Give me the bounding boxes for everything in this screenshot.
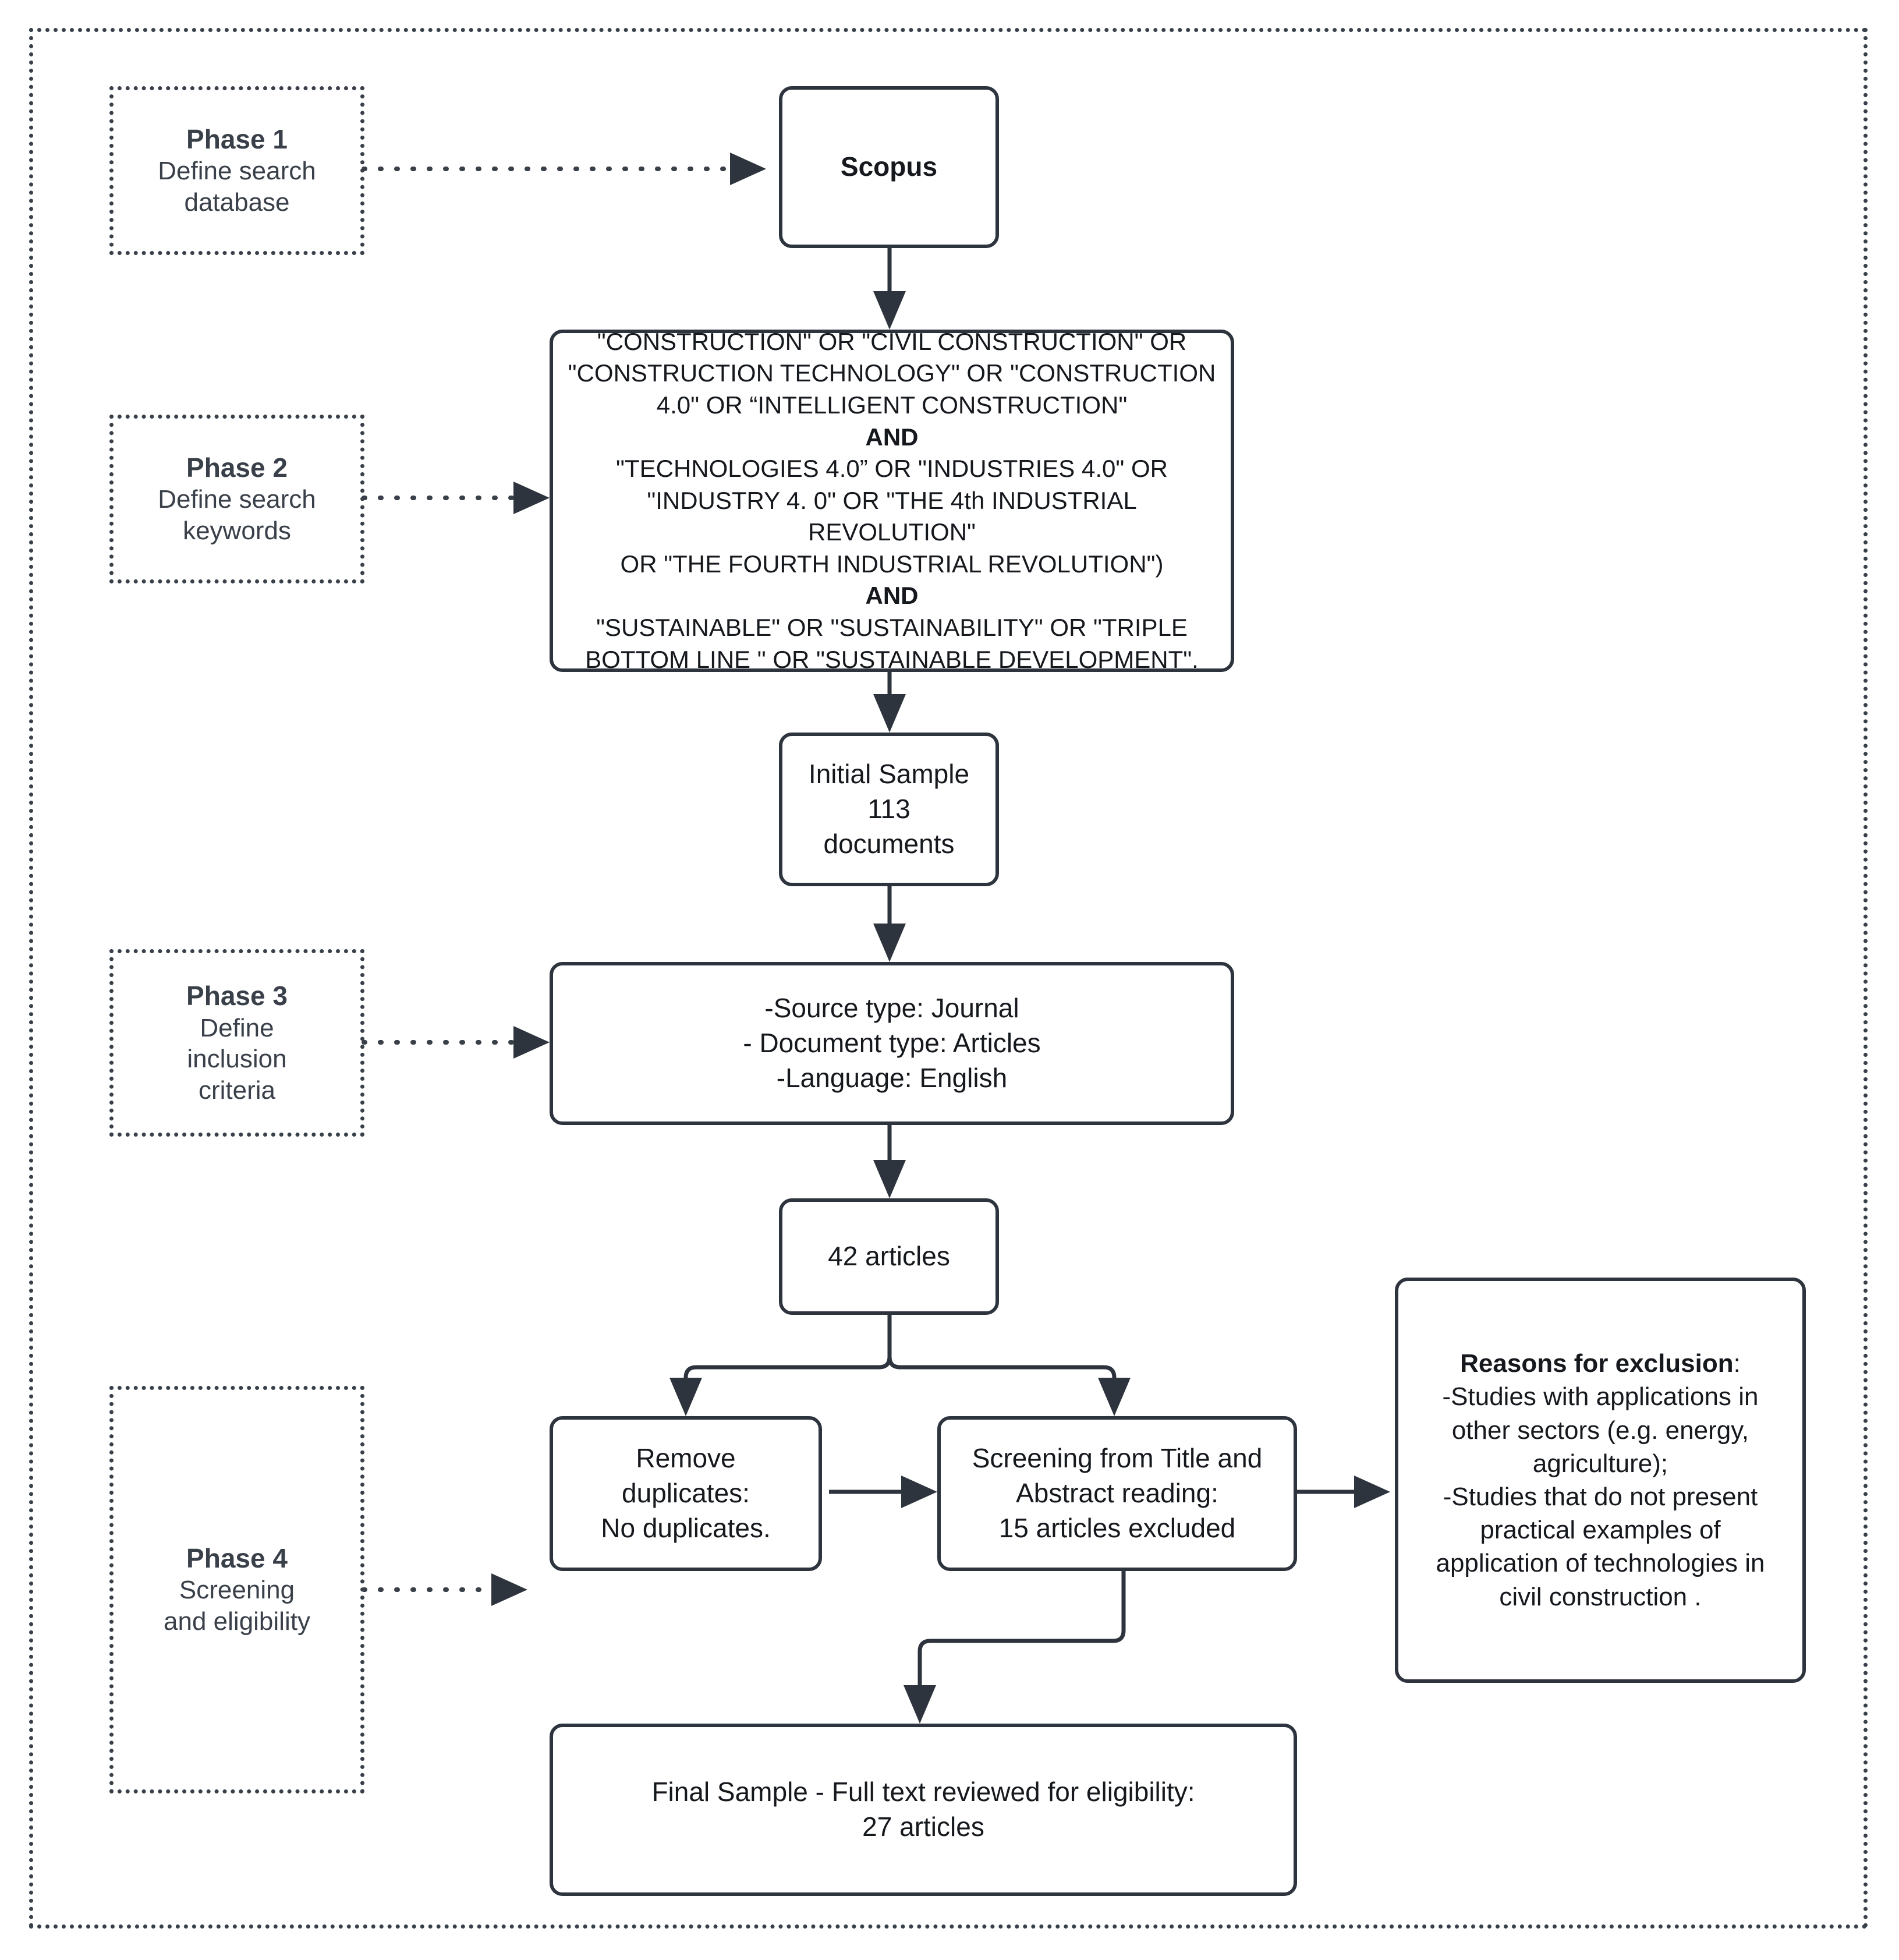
remove-duplicates-result: No duplicates. (601, 1512, 771, 1543)
node-search-query[interactable]: "CONSTRUCTION" OR "CIVIL CONSTRUCTION" O… (550, 328, 1234, 673)
exclusion-reasons-heading-suffix: : (1733, 1349, 1741, 1378)
node-final-sample[interactable]: Final Sample - Full text reviewed for el… (550, 1724, 1297, 1896)
phase-label-2: Phase 2 Define search keywords (109, 415, 364, 583)
phase-1-subtitle-line-1: Define search (158, 157, 316, 186)
phase-3-title: Phase 3 (186, 981, 288, 1011)
phase-label-1: Phase 1 Define search database (109, 86, 364, 255)
phase-3-subtitle-line-2: inclusion (187, 1045, 287, 1074)
phase-4-subtitle-line-2: and eligibility (164, 1607, 310, 1636)
query-line-1: "CONSTRUCTION" OR "CIVIL CONSTRUCTION" O… (597, 327, 1187, 355)
phase-1-title: Phase 1 (186, 124, 288, 155)
initial-sample-line-3: documents (823, 828, 955, 859)
exclusion-reasons-heading: Reasons for exclusion: (1436, 1347, 1765, 1380)
exclusion-reason-line-2: other sectors (e.g. energy, (1451, 1416, 1749, 1445)
database-label: Scopus (840, 151, 938, 182)
query-line-6: "INDUSTRY 4. 0" OR "THE 4th INDUSTRIAL R… (647, 486, 1137, 546)
remove-duplicates-line-2: duplicates: (622, 1478, 750, 1509)
node-screening-title-abstract[interactable]: Screening from Title and Abstract readin… (937, 1416, 1297, 1571)
node-inclusion-criteria[interactable]: -Source type: Journal - Document type: A… (550, 962, 1234, 1125)
remove-duplicates-line-1: Remove (636, 1443, 736, 1474)
query-line-10: BOTTOM LINE " OR "SUSTAINABLE DEVELOPMEN… (585, 645, 1199, 673)
query-line-7: OR "THE FOURTH INDUSTRIAL REVOLUTION") (620, 550, 1164, 578)
final-sample-line-1: Final Sample - Full text reviewed for el… (651, 1777, 1195, 1807)
node-remove-duplicates[interactable]: Remove duplicates: No duplicates. (550, 1416, 822, 1571)
exclusion-reason-line-7: civil construction . (1499, 1582, 1702, 1611)
diagram-outer-frame (29, 28, 1868, 1929)
query-line-5: "TECHNOLOGIES 4.0” OR "INDUSTRIES 4.0" O… (616, 455, 1168, 483)
exclusion-reason-line-1: -Studies with applications in (1442, 1382, 1759, 1411)
query-operator-and-2: AND (865, 582, 919, 610)
query-operator-and-1: AND (865, 423, 919, 451)
criteria-source-type: -Source type: Journal (764, 993, 1019, 1024)
final-sample-count: 27 articles (862, 1812, 984, 1842)
exclusion-reason-line-5: practical examples of (1480, 1516, 1721, 1545)
query-line-3: 4.0" OR “INTELLIGENT CONSTRUCTION" (656, 391, 1128, 419)
query-line-9: "SUSTAINABLE" OR "SUSTAINABILITY" OR "TR… (596, 614, 1188, 642)
phase-label-3: Phase 3 Define inclusion criteria (109, 949, 364, 1137)
screening-line-1: Screening from Title and (972, 1443, 1263, 1474)
screening-excluded-count: 15 articles excluded (998, 1512, 1236, 1543)
exclusion-reason-line-3: agriculture); (1532, 1449, 1668, 1478)
exclusion-reason-line-4: -Studies that do not present (1443, 1483, 1758, 1511)
initial-sample-count: 113 (867, 794, 910, 825)
screening-line-2: Abstract reading: (1016, 1478, 1218, 1509)
initial-sample-line-1: Initial Sample (808, 759, 970, 790)
phase-1-subtitle-line-2: database (184, 188, 290, 217)
node-exclusion-reasons[interactable]: Reasons for exclusion: -Studies with app… (1395, 1278, 1806, 1683)
phase-2-subtitle-line-1: Define search (158, 485, 316, 514)
phase-3-subtitle-line-3: criteria (198, 1075, 276, 1105)
articles-after-criteria-label: 42 articles (828, 1241, 950, 1272)
criteria-language: -Language: English (776, 1062, 1008, 1093)
node-articles-after-criteria[interactable]: 42 articles (779, 1198, 999, 1315)
phase-2-title: Phase 2 (186, 452, 288, 483)
node-initial-sample[interactable]: Initial Sample 113 documents (779, 733, 999, 886)
criteria-document-type: - Document type: Articles (743, 1028, 1041, 1059)
query-line-2: "CONSTRUCTION TECHNOLOGY" OR "CONSTRUCTI… (568, 359, 1216, 387)
phase-label-4: Phase 4 Screening and eligibility (109, 1386, 364, 1793)
exclusion-reason-line-6: application of technologies in (1436, 1549, 1765, 1578)
node-database-scopus[interactable]: Scopus (779, 86, 999, 248)
phase-4-subtitle-line-1: Screening (179, 1576, 295, 1605)
phase-4-title: Phase 4 (186, 1543, 288, 1574)
phase-3-subtitle-line-1: Define (200, 1013, 274, 1042)
phase-2-subtitle-line-2: keywords (183, 516, 291, 546)
exclusion-reasons-heading-text: Reasons for exclusion (1460, 1349, 1734, 1378)
